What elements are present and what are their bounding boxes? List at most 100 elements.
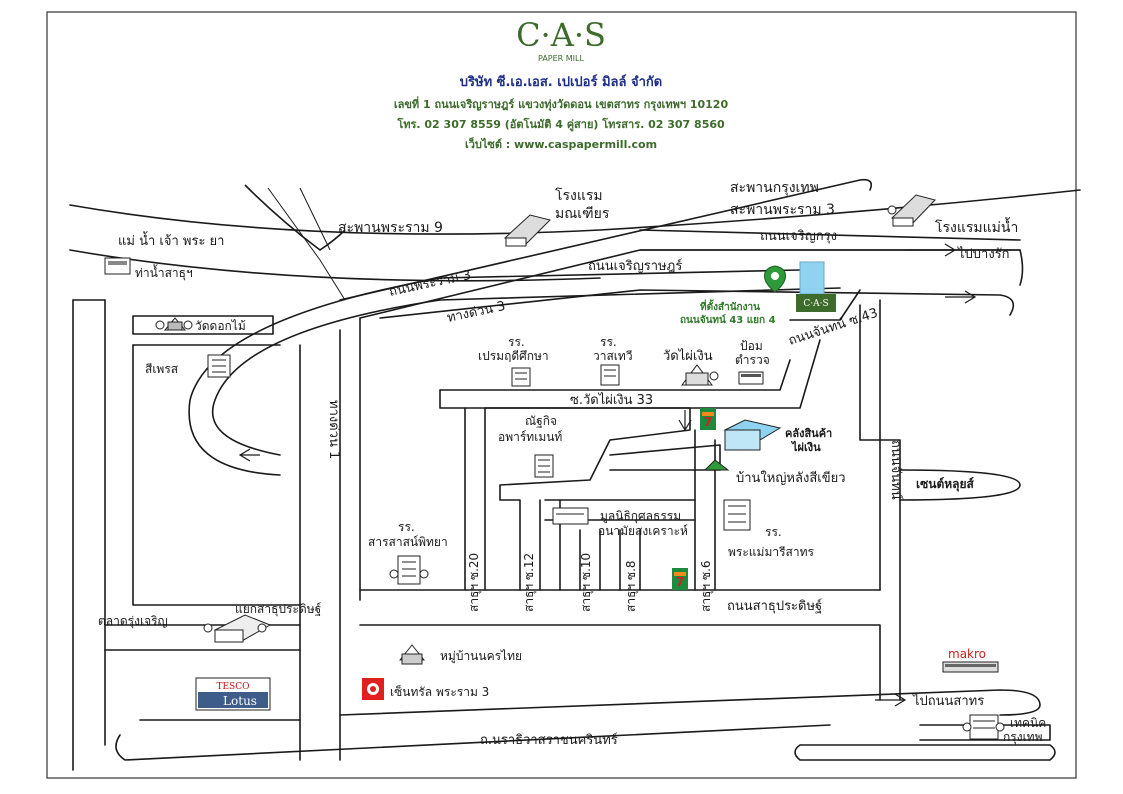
warehouse-line2: ไผ่เงิน (790, 440, 821, 454)
wat-phaingoen-icon (681, 364, 713, 386)
bottom-right-road (794, 744, 1056, 761)
to-bangrak-arrow (905, 243, 957, 257)
company-website[interactable]: เว็บไซต์ : www.caspapermill.com (465, 137, 657, 151)
school-mary-icon (723, 499, 751, 531)
wat-dokmai-icon (163, 317, 187, 331)
market-icon (213, 614, 272, 643)
company-name: บริษัท ซี.เอ.เอส. เปเปอร์ มิลล์ จำกัด (460, 74, 662, 90)
hotel-river-icon (891, 194, 936, 227)
chan43-road (789, 289, 861, 321)
pier-label: ท่าน้ำสาธุฯ (135, 264, 193, 281)
school-walaitri-line2: วาสเทวี (593, 349, 633, 363)
hotel-river-label: โรงแรมแม่น้ำ (935, 217, 1018, 236)
soi10-label: สาธุฯ ซ.10 (579, 553, 594, 612)
village-icon (398, 644, 426, 665)
left-block (132, 344, 301, 606)
charoenkrung-top (639, 229, 1021, 241)
direction-arrows (238, 243, 977, 707)
apartment-block (484, 407, 691, 591)
tree-icon (155, 205, 1005, 732)
road-network (69, 178, 1081, 771)
apartment-line1: ณัฐกิจ (525, 414, 557, 428)
map-frame (46, 11, 1077, 779)
foundation-icon (552, 507, 589, 525)
st-louis-label: เซนต์หลุยส์ (916, 477, 975, 492)
lotus-text: Lotus (223, 694, 257, 708)
river-label: แม่ น้ำ เจ้า พระ ยา (118, 231, 224, 249)
logo-text: C·A·S (516, 16, 606, 54)
satupradit-road-bottom (359, 624, 881, 701)
police-line1: ป้อม (740, 339, 763, 353)
bridge-krungthep-label: สะพานกรุงเทพ (730, 180, 819, 196)
landmark-icons: TESCO Lotus makro 7 7 C·A·S (104, 194, 1005, 740)
satupradit-road-label: ถนนสาธุประดิษฐ์ (727, 598, 822, 614)
police-line2: ตำรวจ (735, 353, 770, 367)
school-premruedee-icon (511, 367, 531, 387)
sipraet-building-icon (207, 354, 231, 378)
green-house-road (609, 444, 721, 471)
seven-eleven-icon-bottom: 7 (672, 568, 688, 590)
to-sathorn-arrow (875, 693, 907, 707)
office-location-pin (764, 265, 786, 293)
charoenkrung-label: ถนนเจริญกรุง (760, 229, 837, 244)
tesco-lotus-logo: TESCO Lotus (195, 677, 271, 711)
warehouse-line1: คลังสินค้า (785, 427, 832, 440)
tech-bkk-icon (969, 714, 999, 740)
market-label: ตลาดรุ่งเจริญ (98, 614, 168, 629)
charoenrat-label: ถนนเจริญราษฎร์ (588, 258, 682, 274)
warehouse-icon (723, 419, 782, 451)
school-mary-line1: รร. (765, 525, 782, 539)
school-walaitri-icon (600, 364, 620, 386)
tech-bkk-line1: เทคนิค (1010, 716, 1046, 730)
st-louis-road (899, 469, 1021, 501)
rama3-road-top (339, 178, 873, 301)
narathiwat-top (339, 689, 1041, 716)
expressway1-label: ทางด่วน 1 (326, 400, 341, 459)
hotel-icon (504, 214, 551, 247)
rama9-bridge-deck (244, 184, 346, 251)
apartment-icon (534, 454, 554, 478)
bridge-rama3-label: สะพานพระราม 3 (730, 202, 835, 218)
logo-subtitle: PAPER MILL (538, 54, 584, 63)
soi12-label: สาธุฯ ซ.12 (522, 553, 537, 612)
green-house-icon (703, 459, 730, 471)
expressway3-outer (211, 287, 841, 456)
school-premruedee-line1: รร. (508, 335, 525, 349)
foundation-line2: อนามัยสงเคราะห์ (598, 524, 688, 538)
soi8-label: สาธุฯ ซ.8 (624, 560, 639, 612)
makro-icon: makro (942, 647, 999, 673)
narathiwat-label: ถ.นราธิวาสราชนครินทร์ (480, 732, 618, 748)
soi6-label: สาธุฯ ซ.6 (699, 560, 714, 612)
central-icon (362, 678, 384, 700)
green-house-label: บ้านใหญ่หลังสีเขียว (736, 470, 846, 486)
rama3-road-label: ถนนพระราม 3 (388, 268, 473, 300)
central-label: เซ็นทรัล พระราม 3 (390, 684, 489, 699)
tesco-text: TESCO (216, 682, 249, 692)
school-sarasas-line2: สารสาสน์พิทยา (368, 535, 448, 549)
chan-road-left (859, 304, 881, 591)
soi33-label: ซ.วัดไผ่เงิน 33 (570, 392, 653, 408)
hotel-montien-line2: มณเฑียร (555, 206, 610, 222)
school-sarasas-line1: รร. (398, 520, 415, 534)
company-address: เลขที่ 1 ถนนเจริญราษฎร์ แขวงทุ่งวัดดอน เ… (394, 96, 729, 112)
tech-bkk-line2: กรุงเทพ (1003, 730, 1043, 745)
makro-label: makro (948, 647, 986, 661)
svg-text:7: 7 (704, 415, 712, 429)
office-building-icon: C·A·S (796, 261, 836, 312)
charoenrat-arrow (945, 290, 977, 304)
foundation-line1: มูลนิธิกุศลธรรม (600, 509, 681, 524)
narathiwat-bottom (115, 724, 831, 761)
school-mary-line2: พระแม่มารีสาทร (728, 545, 815, 559)
charoenrat-road (379, 289, 1015, 319)
rama9-bridge-cables (267, 187, 346, 301)
svg-text:7: 7 (676, 575, 684, 589)
wat-dokmai-road (132, 315, 274, 335)
company-phone: โทร. 02 307 8559 (อัตโนมัติ 4 คู่สาย) โท… (396, 117, 725, 132)
expressway-left-arrow (238, 448, 260, 462)
pier-icon (104, 257, 131, 275)
sipraet-label: สีเพรส (145, 362, 179, 376)
office-label: ที่ตั้งสำนักงาน (700, 299, 760, 313)
office-logo-text: C·A·S (803, 299, 828, 309)
school-premruedee-line2: เปรมฤดีศึกษา (478, 349, 549, 363)
